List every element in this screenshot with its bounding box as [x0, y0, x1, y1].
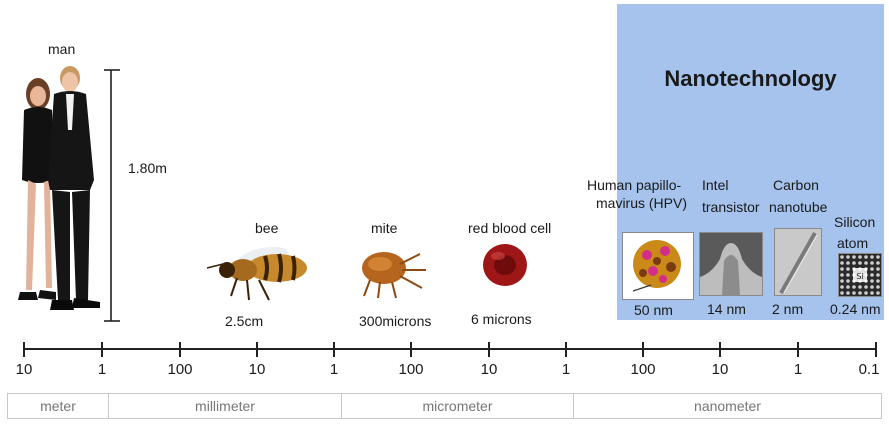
mite-size: 300microns: [359, 313, 431, 329]
tick-label: 100: [391, 361, 431, 378]
tick-label: 1: [546, 361, 586, 378]
tick-label: 100: [160, 361, 200, 378]
silicon-atom-image: Si: [838, 253, 882, 297]
tick-label: 1: [82, 361, 122, 378]
tick-label: 1: [314, 361, 354, 378]
tick-label: 100: [623, 361, 663, 378]
unit-micrometer: micrometer: [342, 394, 574, 418]
nanotechnology-title: Nanotechnology: [617, 66, 884, 92]
rbc-size: 6 microns: [471, 311, 532, 327]
people-image: [8, 60, 113, 320]
atom-symbol: Si: [856, 272, 863, 281]
man-size: 1.80m: [128, 160, 167, 176]
unit-meter: meter: [8, 394, 109, 418]
hpv-label-line1: Human papillo-: [587, 177, 681, 194]
atom-label-line2: atom: [837, 235, 868, 252]
man-label: man: [48, 41, 75, 57]
tick-label: 10: [4, 361, 44, 378]
red-blood-cell-image: [480, 242, 530, 288]
rbc-label: red blood cell: [468, 220, 551, 236]
transistor-image: [699, 232, 763, 296]
nanotube-label-line2: nanotube: [769, 199, 827, 216]
bee-label: bee: [255, 220, 278, 236]
height-bar: [100, 68, 130, 324]
nanotube-label-line1: Carbon: [773, 177, 819, 194]
tick-label: 10: [700, 361, 740, 378]
bee-image: [203, 242, 313, 306]
mite-label: mite: [371, 220, 397, 236]
atom-size: 0.24 nm: [830, 301, 881, 317]
tick-label: 10: [237, 361, 277, 378]
unit-bar: meter millimeter micrometer nanometer: [7, 393, 882, 419]
nanotube-size: 2 nm: [772, 301, 803, 317]
nanotube-image: [774, 228, 822, 296]
hpv-image: [622, 232, 694, 300]
hpv-label-line2: mavirus (HPV): [596, 195, 687, 212]
atom-label-line1: Silicon: [834, 214, 875, 231]
unit-millimeter: millimeter: [109, 394, 342, 418]
hpv-size: 50 nm: [634, 302, 673, 318]
tick-label: 1: [778, 361, 818, 378]
unit-nanometer: nanometer: [574, 394, 881, 418]
mite-image: [350, 244, 434, 300]
transistor-label-line2: transistor: [702, 199, 760, 216]
transistor-size: 14 nm: [707, 301, 746, 317]
bee-size: 2.5cm: [225, 313, 263, 329]
scale-axis: [0, 340, 889, 364]
tick-label: 10: [469, 361, 509, 378]
transistor-label-line1: Intel: [702, 177, 728, 194]
tick-label: 0.1: [849, 361, 889, 378]
